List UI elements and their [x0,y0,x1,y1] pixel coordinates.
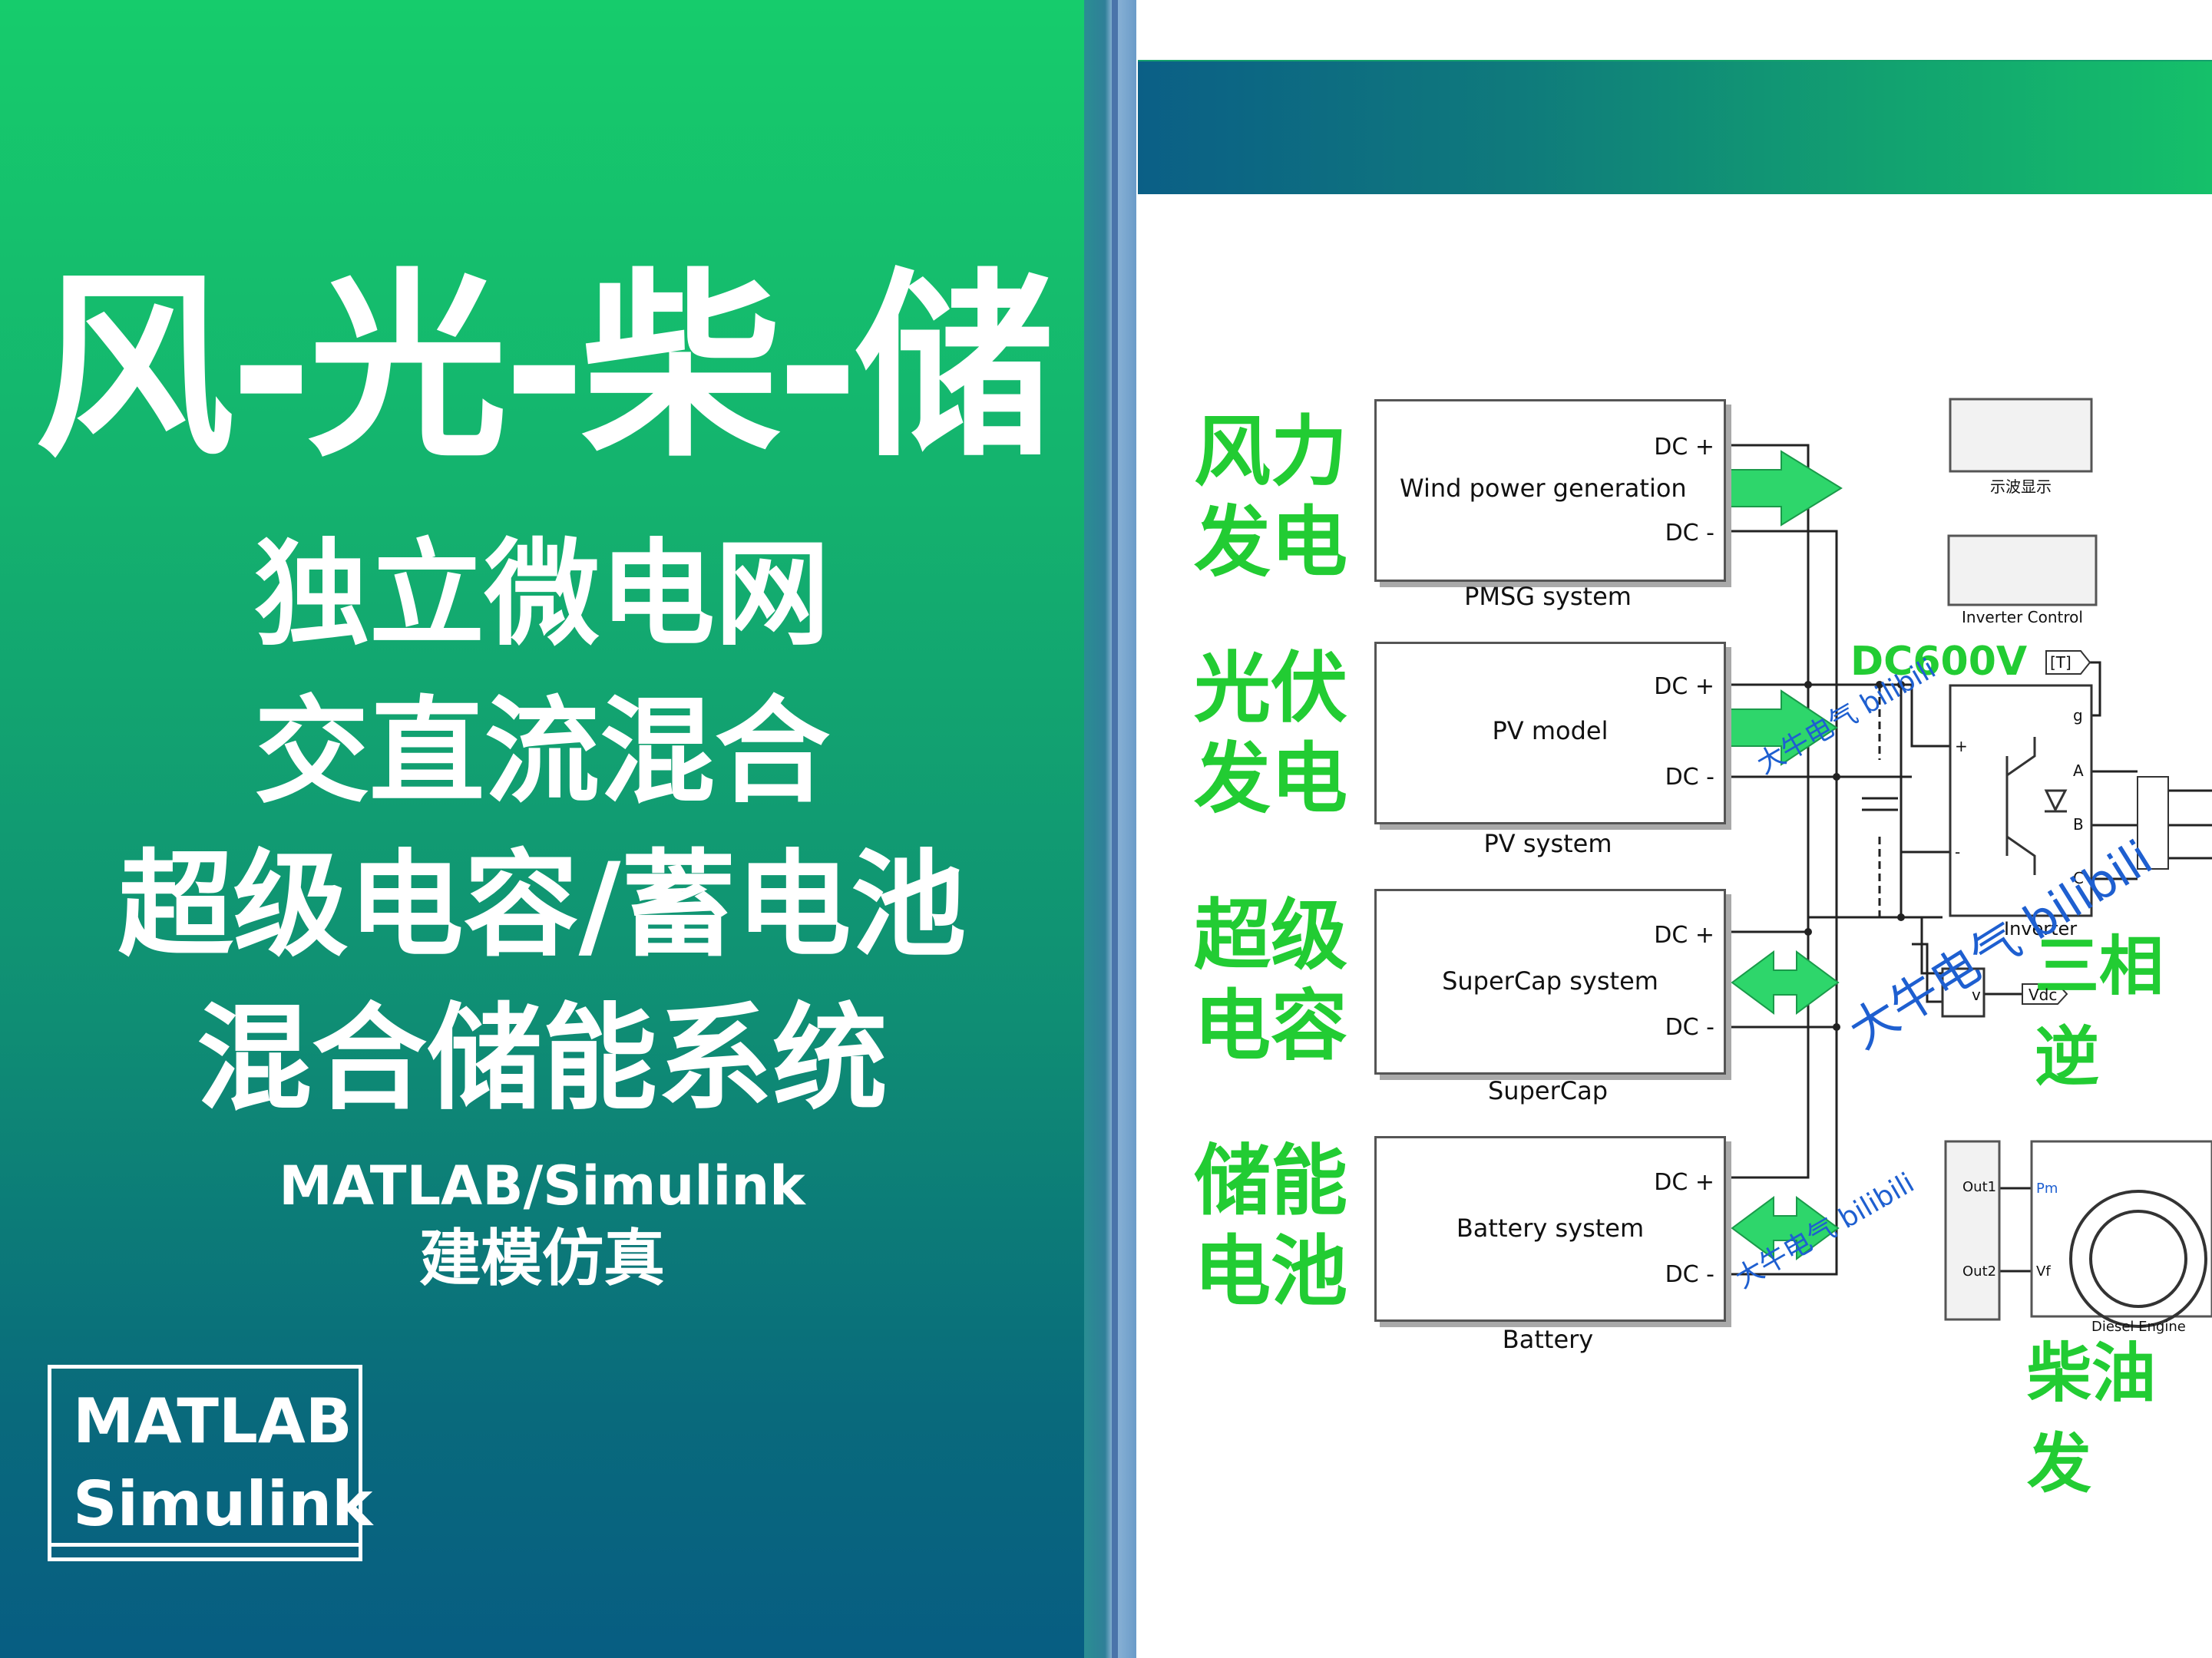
engine-port-vf: Vf [2036,1263,2051,1280]
header-band [1138,61,2212,194]
supercap-dc-minus: DC - [1665,1014,1714,1041]
battery-block-caption: Battery [1502,1325,1594,1354]
promo-tool: MATLAB/Simulink [279,1154,805,1217]
promo-line-1: 独立微电网 [253,528,830,662]
badge-underline [51,1543,359,1547]
wind-block-name: Wind power generation [1400,474,1687,503]
label-supercap-2: 电容 [1194,981,1347,1071]
supercap-block-name: SuperCap system [1442,966,1658,996]
supercap-block[interactable]: SuperCap system DC + DC - [1374,889,1726,1075]
scope-caption: 示波显示 [1990,477,2052,496]
promo-title: 风-光-柴-储 [35,253,1054,484]
label-inverter-cn: 三相逆 [2035,929,2164,1095]
inverter-caption: Inverter [2004,918,2078,940]
promo-panel: 风-光-柴-储 独立微电网 交直流混合 超级电容/蓄电池 混合储能系统 MATL… [0,0,1084,1658]
promo-tool-sub: 建模仿真 [419,1223,665,1294]
out1-port: Out1 [1962,1179,1997,1195]
label-wind-2: 发电 [1194,497,1347,587]
label-supercap-1: 超级 [1194,890,1347,980]
promo-line-3: 超级电容/蓄电池 [117,839,967,973]
promo-line-2: 交直流混合 [253,685,830,819]
pv-block-name: PV model [1492,716,1609,745]
wind-dc-minus: DC - [1665,520,1714,547]
badge-line-1: MATLAB [73,1386,352,1457]
vdc-tag: Vdc [2028,986,2058,1004]
panel-divider-line [1112,0,1118,1658]
pv-model-block[interactable]: PV model DC + DC - [1374,642,1726,824]
pv-block-caption: PV system [1483,829,1612,858]
label-battery-1: 储能 [1194,1136,1347,1226]
label-wind-1: 风力 [1194,407,1347,497]
inverter-port-c: C [2073,869,2084,887]
battery-block[interactable]: Battery system DC + DC - [1374,1136,1726,1322]
pv-dc-plus: DC + [1654,673,1714,700]
inverter-port-a: A [2073,761,2084,780]
panel-divider [1084,0,1136,1658]
inverter-port-b: B [2073,815,2084,834]
supercap-block-caption: SuperCap [1487,1076,1608,1105]
badge-line-2: Simulink [73,1468,373,1540]
dc-bus-voltage: DC600V [1850,639,2028,685]
engine-port-pm: Pm [2036,1181,2058,1197]
inverter-port-minus: - [1955,843,1961,861]
battery-dc-minus: DC - [1665,1261,1714,1288]
inverter-port-g: g [2073,706,2083,725]
wind-block-caption: PMSG system [1464,582,1632,611]
wind-dc-plus: DC + [1654,434,1714,461]
inverter-port-plus: + [1955,737,1968,755]
out2-port: Out2 [1962,1263,1997,1280]
supercap-dc-plus: DC + [1654,922,1714,949]
label-battery-2: 电池 [1194,1227,1347,1316]
label-diesel-cn: 柴油发 [2027,1336,2157,1501]
label-pv-1: 光伏 [1194,643,1347,733]
pv-dc-minus: DC - [1665,764,1714,791]
diesel-engine-caption: Diesel Engine [2091,1319,2186,1335]
battery-block-name: Battery system [1456,1214,1645,1243]
matlab-simulink-badge: MATLAB Simulink [48,1365,372,1561]
battery-dc-plus: DC + [1654,1169,1714,1196]
label-pv-2: 发电 [1194,734,1347,824]
promo-line-4: 混合储能系统 [196,992,888,1126]
goto-tag: [T] [2050,653,2071,672]
voltage-measurement-label: v [1972,986,1981,1004]
wind-power-block[interactable]: Wind power generation DC + DC - [1374,399,1726,582]
inverter-control-caption: Inverter Control [1962,608,2083,626]
